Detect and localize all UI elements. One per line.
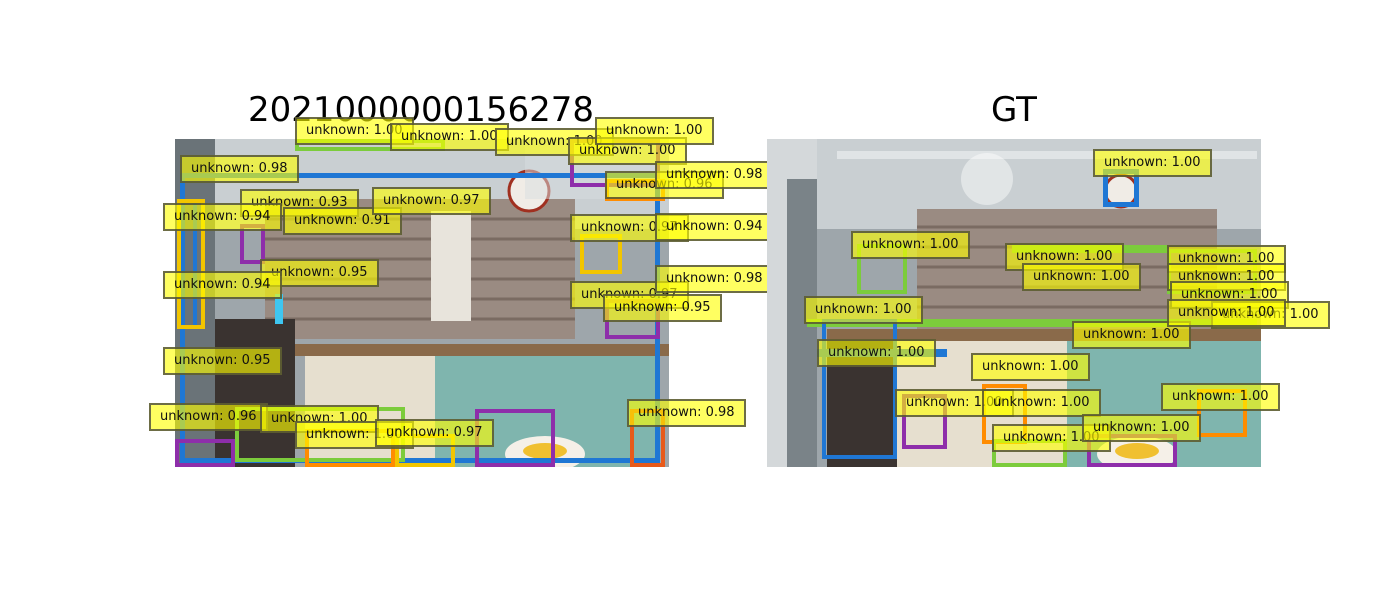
right-panel-title: GT	[991, 90, 1037, 130]
left-panel-title: 2021000000156278	[247, 90, 595, 130]
detection-label: unknown: 0.94	[655, 213, 774, 241]
kitchen-scene-image	[175, 139, 669, 467]
detection-label: unknown: 0.98	[655, 265, 774, 293]
detection-label: unknown: 0.98	[655, 161, 774, 189]
kitchen-scene-image	[767, 139, 1261, 467]
